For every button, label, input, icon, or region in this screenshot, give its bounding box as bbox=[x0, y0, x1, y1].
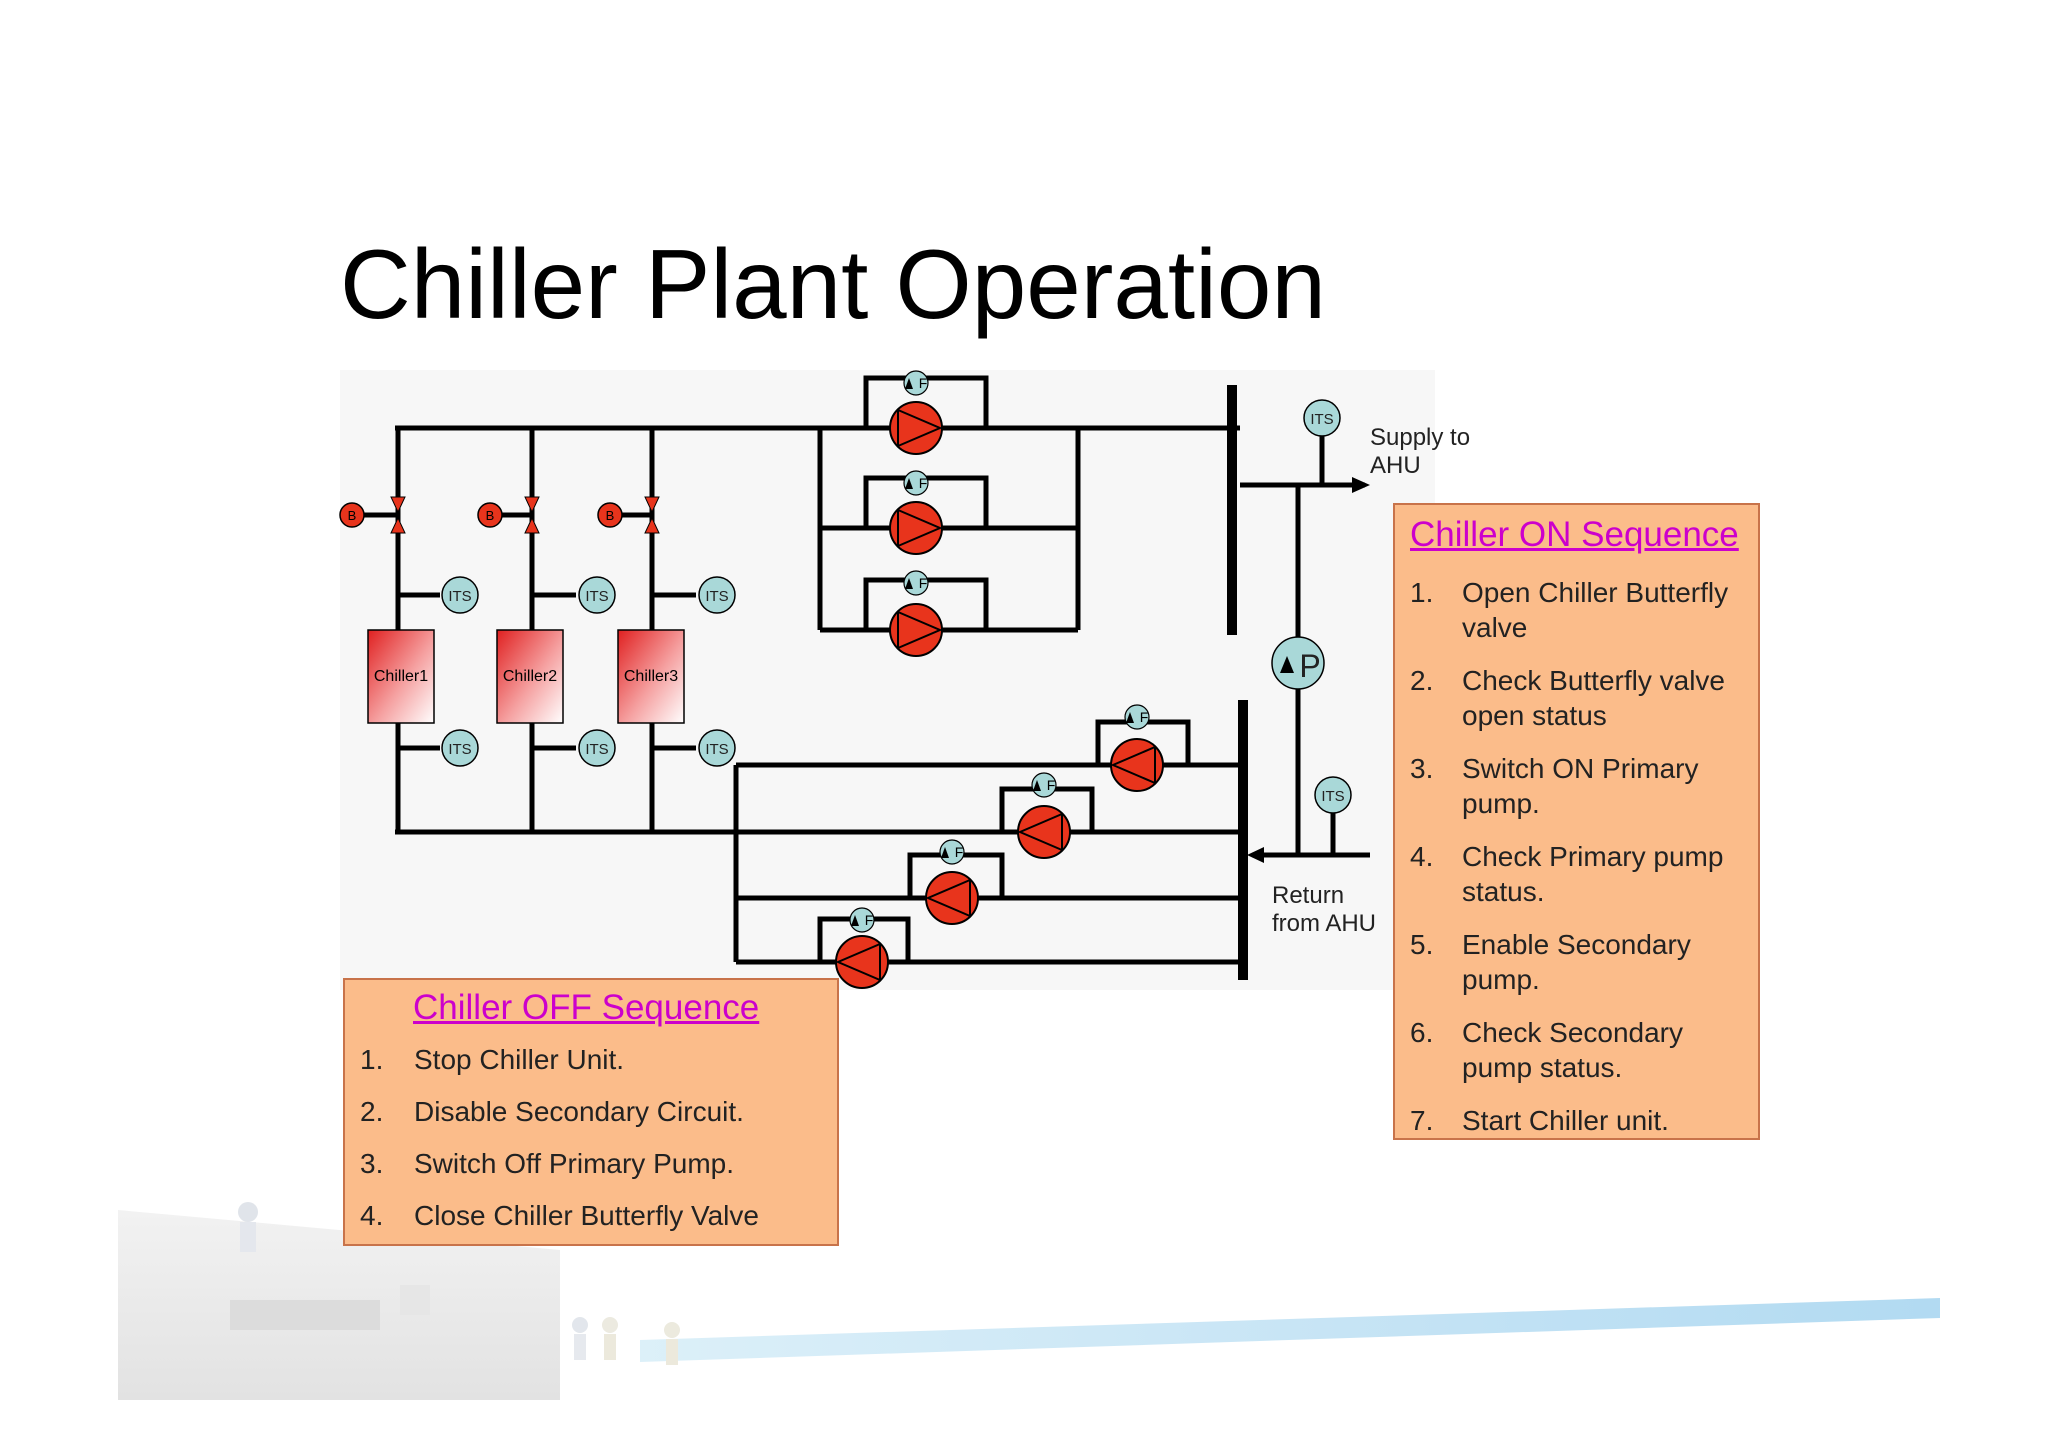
step-text: Check Secondary bbox=[1462, 1017, 1684, 1048]
its-sensor-label: ITS bbox=[448, 588, 471, 605]
secondary-pump-arrow-icons bbox=[835, 745, 1156, 982]
step-text: valve bbox=[1462, 612, 1528, 643]
list-item: 5. Enable Secondary pump. bbox=[1410, 927, 1760, 1015]
chiller-label: Chiller1 bbox=[374, 668, 428, 685]
chiller-units bbox=[367, 629, 685, 724]
chiller-1 bbox=[367, 629, 435, 724]
pressure-sensor-label: P bbox=[1299, 648, 1320, 684]
off-sequence-title: Chiller OFF Sequence bbox=[413, 988, 760, 1027]
step-number: 4. bbox=[1410, 841, 1434, 872]
chiller-on-sequence-panel: Chiller ON Sequence 1. Open Chiller Butt… bbox=[1393, 503, 1760, 1140]
step-text: pump status. bbox=[1462, 1052, 1623, 1083]
step-text: Switch ON Primary bbox=[1462, 753, 1699, 784]
its-sensors bbox=[441, 399, 1352, 814]
its-sensor-label: ITS bbox=[1321, 788, 1344, 805]
list-item: 7. Start Chiller unit. bbox=[1410, 1103, 1760, 1143]
list-item: 2. Disable Secondary Circuit. bbox=[360, 1094, 830, 1146]
step-text: status. bbox=[1462, 876, 1545, 907]
step-number: 3. bbox=[360, 1148, 384, 1179]
step-number: 1. bbox=[360, 1044, 384, 1075]
step-number: 2. bbox=[1410, 665, 1434, 696]
flow-switch-label: F bbox=[955, 844, 964, 860]
primary-pump-arrow-icons bbox=[897, 408, 943, 650]
list-item: 6. Check Secondary pump status. bbox=[1410, 1015, 1760, 1103]
step-number: 5. bbox=[1410, 929, 1434, 960]
step-text: open status bbox=[1462, 700, 1607, 731]
step-text: Disable Secondary Circuit. bbox=[414, 1096, 744, 1127]
supply-arrow bbox=[1352, 477, 1370, 493]
flow-switch-label: F bbox=[919, 575, 928, 591]
list-item: 3. Switch Off Primary Pump. bbox=[360, 1146, 830, 1198]
supply-label: Supply to bbox=[1370, 424, 1470, 451]
its-sensor-label: ITS bbox=[585, 741, 608, 758]
chiller-2 bbox=[496, 629, 564, 724]
flow-switch-label: F bbox=[1140, 709, 1149, 725]
valve-label: B bbox=[606, 508, 615, 523]
step-number: 6. bbox=[1410, 1017, 1434, 1048]
flow-switch-label: F bbox=[919, 475, 928, 491]
its-sensor-label: ITS bbox=[448, 741, 471, 758]
return-label: Return bbox=[1272, 882, 1344, 909]
step-number: 3. bbox=[1410, 753, 1434, 784]
step-number: 4. bbox=[360, 1200, 384, 1231]
valve-actuator bbox=[339, 502, 623, 528]
chiller-3 bbox=[617, 629, 685, 724]
step-text: Check Butterfly valve bbox=[1462, 665, 1725, 696]
supply-label: AHU bbox=[1370, 452, 1421, 479]
return-label: from AHU bbox=[1272, 910, 1376, 937]
return-arrow bbox=[1247, 847, 1264, 863]
list-item: 1. Stop Chiller Unit. bbox=[360, 1042, 830, 1094]
on-sequence-title: Chiller ON Sequence bbox=[1410, 515, 1739, 554]
list-item: 2. Check Butterfly valve open status bbox=[1410, 663, 1760, 751]
chiller-off-sequence-panel: Chiller OFF Sequence 1. Stop Chiller Uni… bbox=[343, 978, 839, 1246]
list-item: 4. Close Chiller Butterfly Valve bbox=[360, 1198, 830, 1250]
step-text: Close Chiller Butterfly Valve bbox=[414, 1200, 759, 1231]
butterfly-valve bbox=[390, 496, 660, 534]
pressure-triangle-icon bbox=[1280, 656, 1294, 673]
step-text: Stop Chiller Unit. bbox=[414, 1044, 625, 1075]
router-ports bbox=[230, 1300, 380, 1330]
list-item: 1. Open Chiller Butterfly valve bbox=[1410, 575, 1760, 663]
its-sensor-label: ITS bbox=[705, 588, 728, 605]
flow-switch-label: F bbox=[919, 375, 928, 391]
step-number: 7. bbox=[1410, 1105, 1434, 1136]
step-text: Switch Off Primary Pump. bbox=[414, 1148, 735, 1179]
its-sensor-label: ITS bbox=[705, 741, 728, 758]
slide-title: Chiller Plant Operation bbox=[340, 229, 1326, 339]
step-text: Check Primary pump bbox=[1462, 841, 1724, 872]
flow-switch-label: F bbox=[1047, 777, 1056, 793]
footer-stripe bbox=[640, 1298, 1940, 1362]
pressure-sensor bbox=[1271, 636, 1325, 690]
step-text: pump. bbox=[1462, 964, 1540, 995]
chiller-label: Chiller3 bbox=[624, 668, 678, 685]
on-sequence-list: 1. Open Chiller Butterfly valve 2. Check… bbox=[1410, 575, 1760, 1143]
valve-label: B bbox=[348, 508, 357, 523]
valve-label: B bbox=[486, 508, 495, 523]
its-sensor-label: ITS bbox=[585, 588, 608, 605]
secondary-pumps bbox=[835, 738, 1164, 989]
step-number: 1. bbox=[1410, 577, 1434, 608]
primary-pumps bbox=[889, 401, 943, 657]
step-text: Enable Secondary bbox=[1462, 929, 1691, 960]
worker-figure bbox=[238, 1202, 258, 1222]
list-item: 4. Check Primary pump status. bbox=[1410, 839, 1760, 927]
off-sequence-list: 1. Stop Chiller Unit. 2. Disable Seconda… bbox=[360, 1042, 830, 1250]
chiller-label: Chiller2 bbox=[503, 668, 557, 685]
step-text: Open Chiller Butterfly bbox=[1462, 577, 1729, 608]
flow-switch-label: F bbox=[865, 912, 874, 928]
flow-switch-triangle-icons bbox=[851, 378, 1134, 926]
step-text: pump. bbox=[1462, 788, 1540, 819]
step-text: Start Chiller unit. bbox=[1462, 1105, 1669, 1136]
its-sensor-label: ITS bbox=[1310, 411, 1333, 428]
list-item: 3. Switch ON Primary pump. bbox=[1410, 751, 1760, 839]
step-number: 2. bbox=[360, 1096, 384, 1127]
